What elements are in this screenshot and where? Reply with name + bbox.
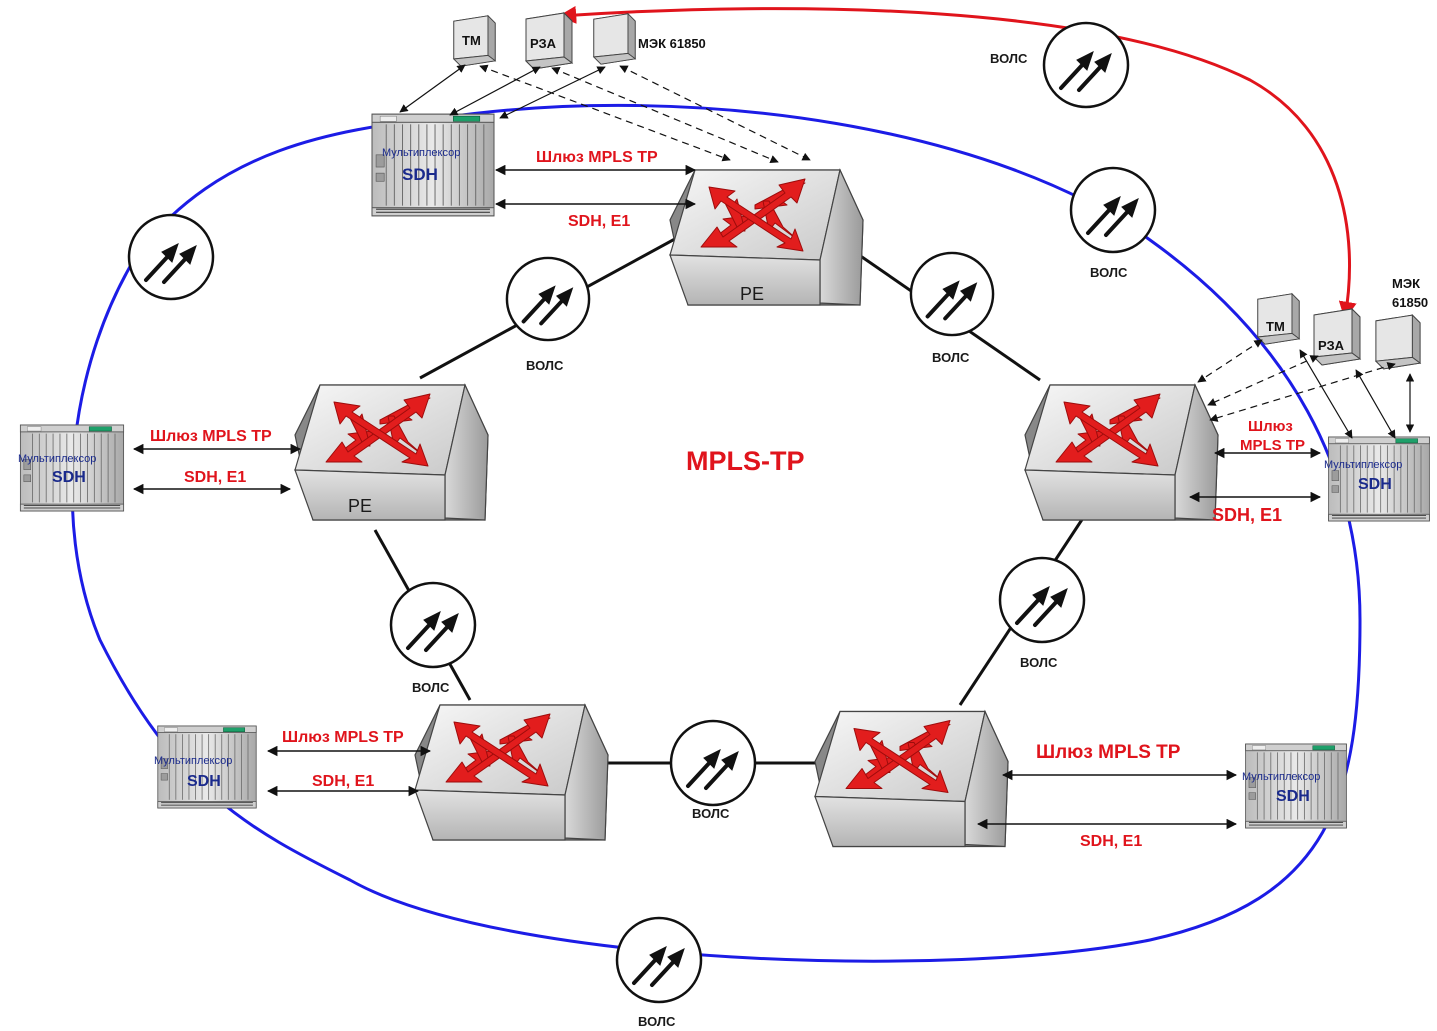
gateway-top-mpls: Шлюз MPLS TP (536, 149, 658, 166)
tm-label-top: ТМ (462, 33, 481, 48)
fiber-label-mpls-bottom: ВОЛС (692, 806, 730, 821)
iec-device-top (593, 13, 636, 65)
fiber-label-mpls-right: ВОЛС (1020, 655, 1058, 670)
router-bottom-right (814, 710, 1009, 848)
mux-bottom-right-title: Мультиплексор (1242, 771, 1320, 783)
mux-right-type: SDH (1358, 476, 1392, 493)
right-device-dashed-links (1197, 339, 1396, 422)
fiber-icon-sdh-bottom (615, 916, 703, 1004)
dedicated-link (558, 5, 1357, 320)
mux-bottom-left-title: Мультиплексор (154, 755, 232, 767)
iec-label-right-line1: МЭК (1392, 276, 1420, 291)
top-device-dashed-links (479, 64, 811, 163)
rza-label-right: РЗА (1318, 338, 1345, 353)
mux-bottom-left (157, 725, 257, 809)
fiber-label-mpls-left: ВОЛС (412, 680, 450, 695)
mux-bottom-left-type: SDH (187, 773, 221, 790)
rza-label-top: РЗА (530, 36, 557, 51)
iec-label-top: МЭК 61850 (638, 36, 706, 51)
mux-bottom-right-type: SDH (1276, 788, 1310, 805)
mux-top-type: SDH (402, 165, 438, 184)
fiber-icon-sdh-left (127, 213, 215, 301)
gateway-arrows (132, 164, 1322, 830)
router-left (294, 384, 489, 521)
fiber-icon-mpls-bottom (669, 719, 757, 807)
router-right (1024, 384, 1219, 521)
fiber-icon-mpls-top-right (908, 250, 996, 338)
gateway-bottom-left-sdh: SDH, E1 (312, 773, 374, 790)
fiber-icon-mpls-left (389, 581, 477, 669)
network-title: MPLS-TP (686, 446, 805, 476)
gateway-right-sdh: SDH, E1 (1212, 505, 1282, 525)
router-left-label: PE (348, 496, 372, 516)
fiber-label-sdh-top-right: ВОЛС (1090, 265, 1128, 280)
rza-device-right (1313, 308, 1361, 366)
iec-device-right (1375, 314, 1421, 370)
mux-left-title: Мультиплексор (18, 453, 96, 465)
gateway-left-mpls: Шлюз MPLS TP (150, 428, 272, 445)
mux-bottom-right (1245, 743, 1347, 829)
iec-label-right-line2: 61850 (1392, 295, 1428, 310)
router-top-label: PE (740, 284, 764, 304)
mux-top-title: Мультиплексор (382, 147, 460, 159)
gateway-bottom-right-mpls: Шлюз MPLS TP (1036, 742, 1181, 763)
fiber-icon-dedicated (1042, 21, 1130, 109)
gateway-right-mpls-line2: MPLS TP (1240, 437, 1305, 454)
fiber-icon-mpls-right (998, 556, 1086, 644)
fiber-icon-mpls-top-left (504, 255, 592, 343)
gateway-bottom-right-sdh: SDH, E1 (1080, 833, 1142, 850)
router-bottom-left (414, 704, 609, 841)
router-top (669, 169, 864, 306)
tm-label-right: ТМ (1266, 319, 1285, 334)
gateway-right-mpls-line1: Шлюз (1248, 418, 1293, 435)
mux-left (19, 424, 125, 512)
fiber-label-dedicated: ВОЛС (990, 51, 1028, 66)
fiber-label-sdh-bottom: ВОЛС (638, 1014, 676, 1029)
gateway-bottom-left-mpls: Шлюз MPLS TP (282, 729, 404, 746)
mux-left-type: SDH (52, 469, 86, 486)
gateway-top-sdh: SDH, E1 (568, 213, 630, 230)
fiber-label-mpls-top-right: ВОЛС (932, 350, 970, 365)
fiber-icon-sdh-top-right (1069, 166, 1157, 254)
mux-right-title: Мультиплексор (1324, 459, 1402, 471)
gateway-left-sdh: SDH, E1 (184, 469, 246, 486)
fiber-label-mpls-top-left: ВОЛС (526, 358, 564, 373)
